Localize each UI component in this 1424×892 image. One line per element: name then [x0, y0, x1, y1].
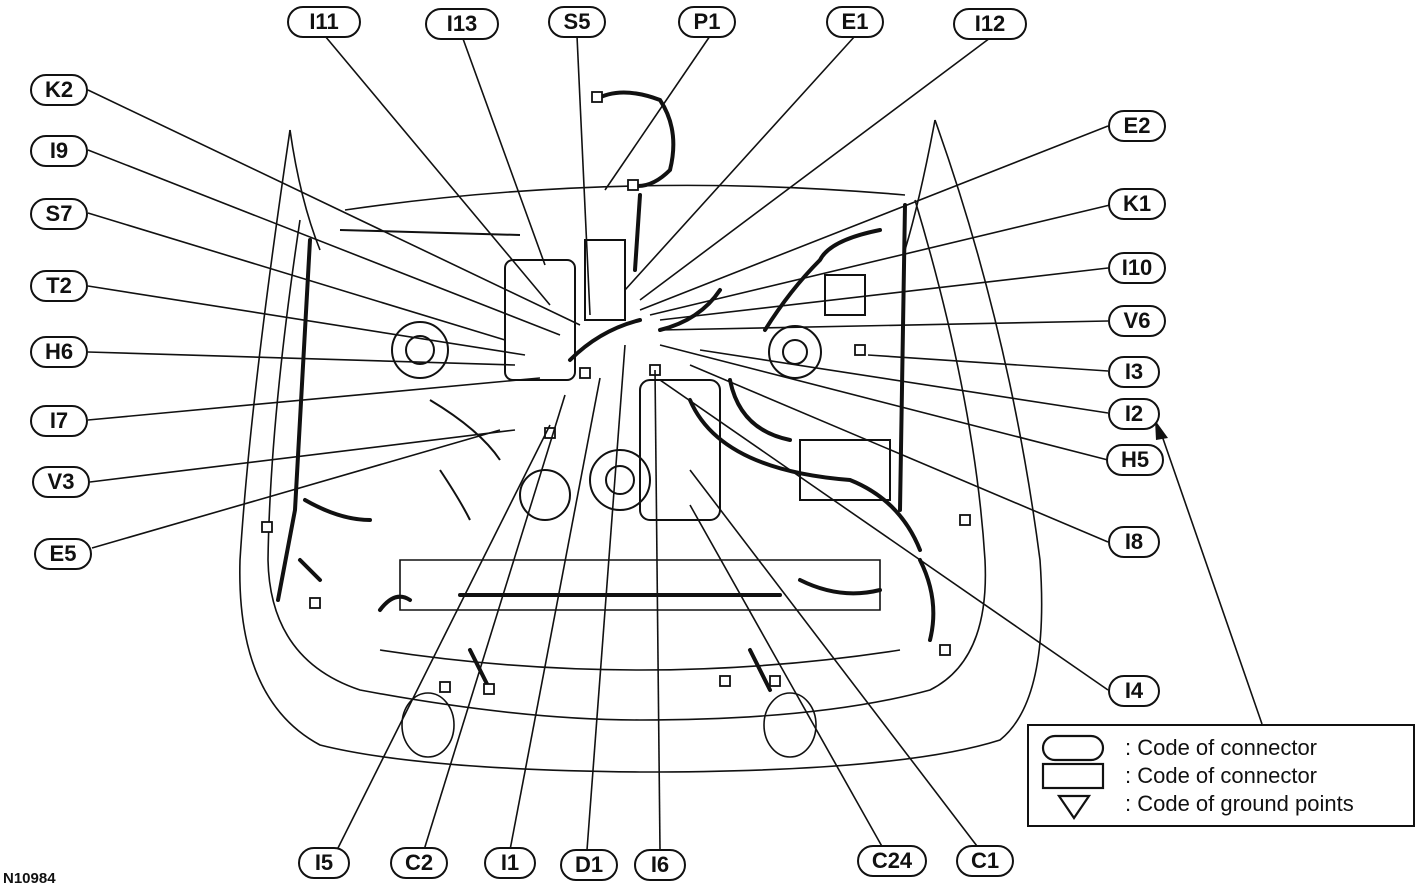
label-c24: C24: [857, 845, 927, 877]
label-i7: I7: [30, 405, 88, 437]
label-i12: I12: [953, 8, 1027, 40]
label-e1: E1: [826, 6, 884, 38]
label-e5: E5: [34, 538, 92, 570]
label-i13: I13: [425, 8, 499, 40]
label-e2: E2: [1108, 110, 1166, 142]
legend-rounded-text: : Code of connector: [1125, 735, 1318, 760]
rounded-connector-symbol: [1041, 734, 1105, 762]
label-i5: I5: [298, 847, 350, 879]
label-s7: S7: [30, 198, 88, 230]
label-p1: P1: [678, 6, 736, 38]
label-v3: V3: [32, 466, 90, 498]
label-h6: H6: [30, 336, 88, 368]
label-i4: I4: [1108, 675, 1160, 707]
label-i6: I6: [634, 849, 686, 881]
legend-ground-text: : Code of ground points: [1125, 791, 1354, 816]
label-i8: I8: [1108, 526, 1160, 558]
label-k1: K1: [1108, 188, 1166, 220]
square-connector-symbol: [1041, 762, 1105, 790]
wire-harness: [276, 90, 936, 692]
engine-components: [339, 229, 891, 521]
leader-lines: [87, 35, 1263, 851]
label-h5: H5: [1106, 444, 1164, 476]
pointer-arrowhead: [1155, 420, 1168, 440]
legend-square-text: : Code of connector: [1125, 763, 1318, 788]
label-i9: I9: [30, 135, 88, 167]
label-s5: S5: [548, 6, 606, 38]
label-c1: C1: [956, 845, 1014, 877]
label-i11: I11: [287, 6, 361, 38]
label-t2: T2: [30, 270, 88, 302]
legend: : Code of connector : Code of connector …: [1027, 724, 1415, 827]
label-c2: C2: [390, 847, 448, 879]
legend-symbols: [1041, 734, 1105, 820]
figure-id: N10984: [3, 870, 56, 887]
label-i1: I1: [484, 847, 536, 879]
ground-point-icon: [1056, 794, 1092, 820]
label-d1: D1: [560, 849, 618, 881]
label-v6: V6: [1108, 305, 1166, 337]
label-i10: I10: [1108, 252, 1166, 284]
vehicle-outline: [239, 119, 1043, 773]
label-k2: K2: [30, 74, 88, 106]
label-i3: I3: [1108, 356, 1160, 388]
small-connectors: [261, 91, 971, 695]
label-i2: I2: [1108, 398, 1160, 430]
